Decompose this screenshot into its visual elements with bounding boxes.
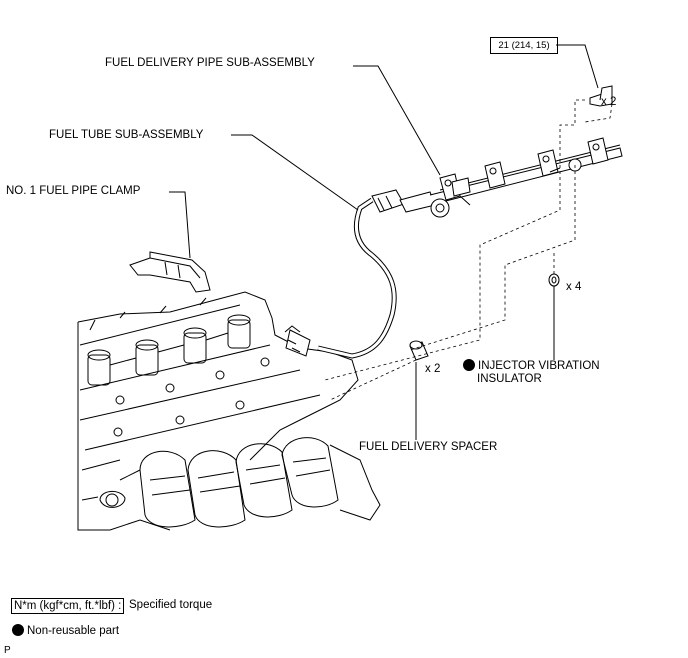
intake-manifold — [99, 437, 381, 528]
bolt-quantity: x 2 — [601, 96, 617, 108]
fuel-delivery-pipe-callout: FUEL DELIVERY PIPE SUB-ASSEMBLY — [105, 57, 315, 69]
non-reusable-legend: Non-reusable part — [12, 624, 119, 638]
fuel-pipe-clamp-callout: NO. 1 FUEL PIPE CLAMP — [6, 185, 141, 197]
fuel-tube-part — [284, 189, 405, 359]
fuel-delivery-spacer-callout: FUEL DELIVERY SPACER — [359, 441, 498, 453]
leader-lines — [169, 44, 599, 440]
injector-insulator-label-line1: INJECTOR VIBRATION — [478, 360, 600, 372]
alignment-dashes — [324, 99, 613, 401]
engine-illustration — [77, 291, 381, 531]
cover-bolts — [113, 357, 270, 437]
torque-legend-box: N*m (kgf*cm, ft.*lbf) : — [11, 598, 125, 614]
injector-insulator-part — [548, 273, 560, 287]
torque-spec-box: 21 (214, 15) — [490, 37, 558, 54]
injector-insulator-callout: INJECTOR VIBRATION INSULATOR — [463, 359, 600, 386]
torque-legend-text: Specified torque — [129, 599, 213, 611]
fuel-pipe-clamp-part — [129, 251, 211, 293]
filled-circle-icon — [12, 624, 24, 636]
non-reusable-legend-text: Non-reusable part — [27, 625, 120, 637]
corner-code: P — [4, 645, 11, 656]
insulator-quantity: x 4 — [566, 281, 582, 293]
fuel-tube-callout: FUEL TUBE SUB-ASSEMBLY — [49, 129, 204, 141]
injector-seats — [439, 137, 609, 201]
ignition-coils — [87, 314, 251, 386]
filled-circle-icon — [463, 359, 475, 371]
spacer-quantity: x 2 — [425, 363, 441, 375]
injector-insulator-label-line2: INSULATOR — [477, 373, 542, 385]
fuel-delivery-pipe-part — [399, 137, 623, 218]
